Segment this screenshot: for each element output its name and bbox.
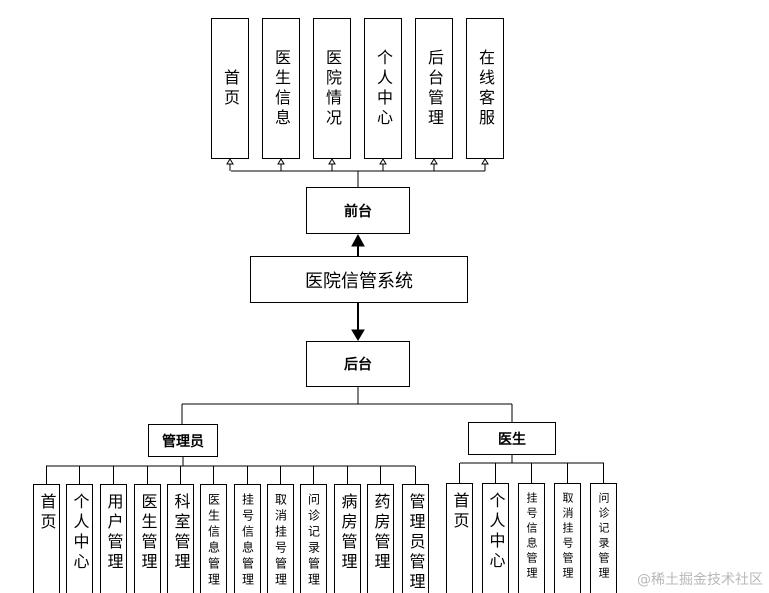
small-arrow (277, 158, 285, 165)
child-label: 首页 (450, 492, 470, 532)
child-node: 问诊记录管理 (590, 483, 617, 593)
child-node: 医生信息管理 (200, 484, 227, 593)
child-label: 取消挂号管理 (561, 492, 574, 582)
watermark-text: @稀土掘金技术社区 (637, 572, 763, 588)
backend-node: 后台 (306, 341, 410, 387)
child-node: 管理员管理 (402, 484, 429, 593)
child-label: 用户管理 (104, 493, 124, 573)
child-label: 问诊记录管理 (597, 492, 610, 582)
child-label: 问诊记录管理 (306, 493, 321, 589)
child-node: 挂号信息管理 (518, 483, 545, 593)
child-node: 问诊记录管理 (300, 484, 327, 593)
small-arrow (328, 158, 336, 165)
root-node: 医院信管系统 (250, 256, 468, 303)
arrow-head (351, 233, 365, 247)
child-node: 首页 (33, 484, 60, 593)
child-node: 科室管理 (167, 484, 194, 593)
child-node: 挂号信息管理 (234, 484, 261, 593)
child-node: 药房管理 (367, 484, 394, 593)
child-label: 首页 (221, 68, 240, 109)
child-label: 科室管理 (171, 493, 191, 573)
child-node: 取消挂号管理 (267, 484, 294, 593)
frontend-node: 前台 (306, 187, 410, 234)
child-node: 用户管理 (100, 484, 127, 593)
small-arrow (430, 158, 438, 165)
child-node: 医生信息 (262, 18, 300, 159)
child-label: 取消挂号管理 (273, 493, 288, 589)
admin-node: 管理员 (148, 424, 218, 457)
admin-label: 管理员 (162, 433, 204, 450)
child-node: 取消挂号管理 (554, 483, 581, 593)
child-label: 医院情况 (323, 48, 342, 129)
child-label: 医生信息管理 (206, 493, 221, 589)
child-label: 医生管理 (138, 493, 158, 573)
child-node: 个人中心 (364, 18, 402, 159)
child-node: 首页 (446, 483, 473, 593)
child-label: 挂号信息管理 (240, 493, 255, 589)
small-arrow (379, 158, 387, 165)
child-node: 个人中心 (66, 484, 93, 593)
child-label: 后台管理 (425, 48, 444, 129)
small-arrow (481, 158, 489, 165)
child-label: 药房管理 (371, 493, 391, 573)
child-node: 首页 (211, 18, 249, 159)
child-label: 医生信息 (272, 48, 291, 129)
child-node: 病房管理 (334, 484, 361, 593)
backend-label: 后台 (344, 357, 372, 373)
child-node: 在线客服 (466, 18, 504, 159)
child-label: 病房管理 (338, 493, 358, 573)
child-label: 个人中心 (486, 492, 506, 572)
child-label: 挂号信息管理 (525, 492, 538, 582)
root-label: 医院信管系统 (305, 270, 413, 292)
child-node: 个人中心 (482, 483, 509, 593)
doctor-label: 医生 (498, 431, 526, 448)
arrow-head (351, 329, 365, 341)
child-label: 首页 (37, 493, 57, 533)
child-node: 医生管理 (134, 484, 161, 593)
child-label: 个人中心 (374, 48, 393, 129)
small-arrow (226, 158, 234, 165)
child-label: 管理员管理 (406, 493, 426, 593)
doctor-node: 医生 (468, 422, 556, 455)
child-label: 在线客服 (476, 48, 495, 129)
frontend-label: 前台 (344, 203, 372, 220)
child-label: 个人中心 (70, 493, 90, 573)
child-node: 医院情况 (313, 18, 351, 159)
child-node: 后台管理 (415, 18, 453, 159)
